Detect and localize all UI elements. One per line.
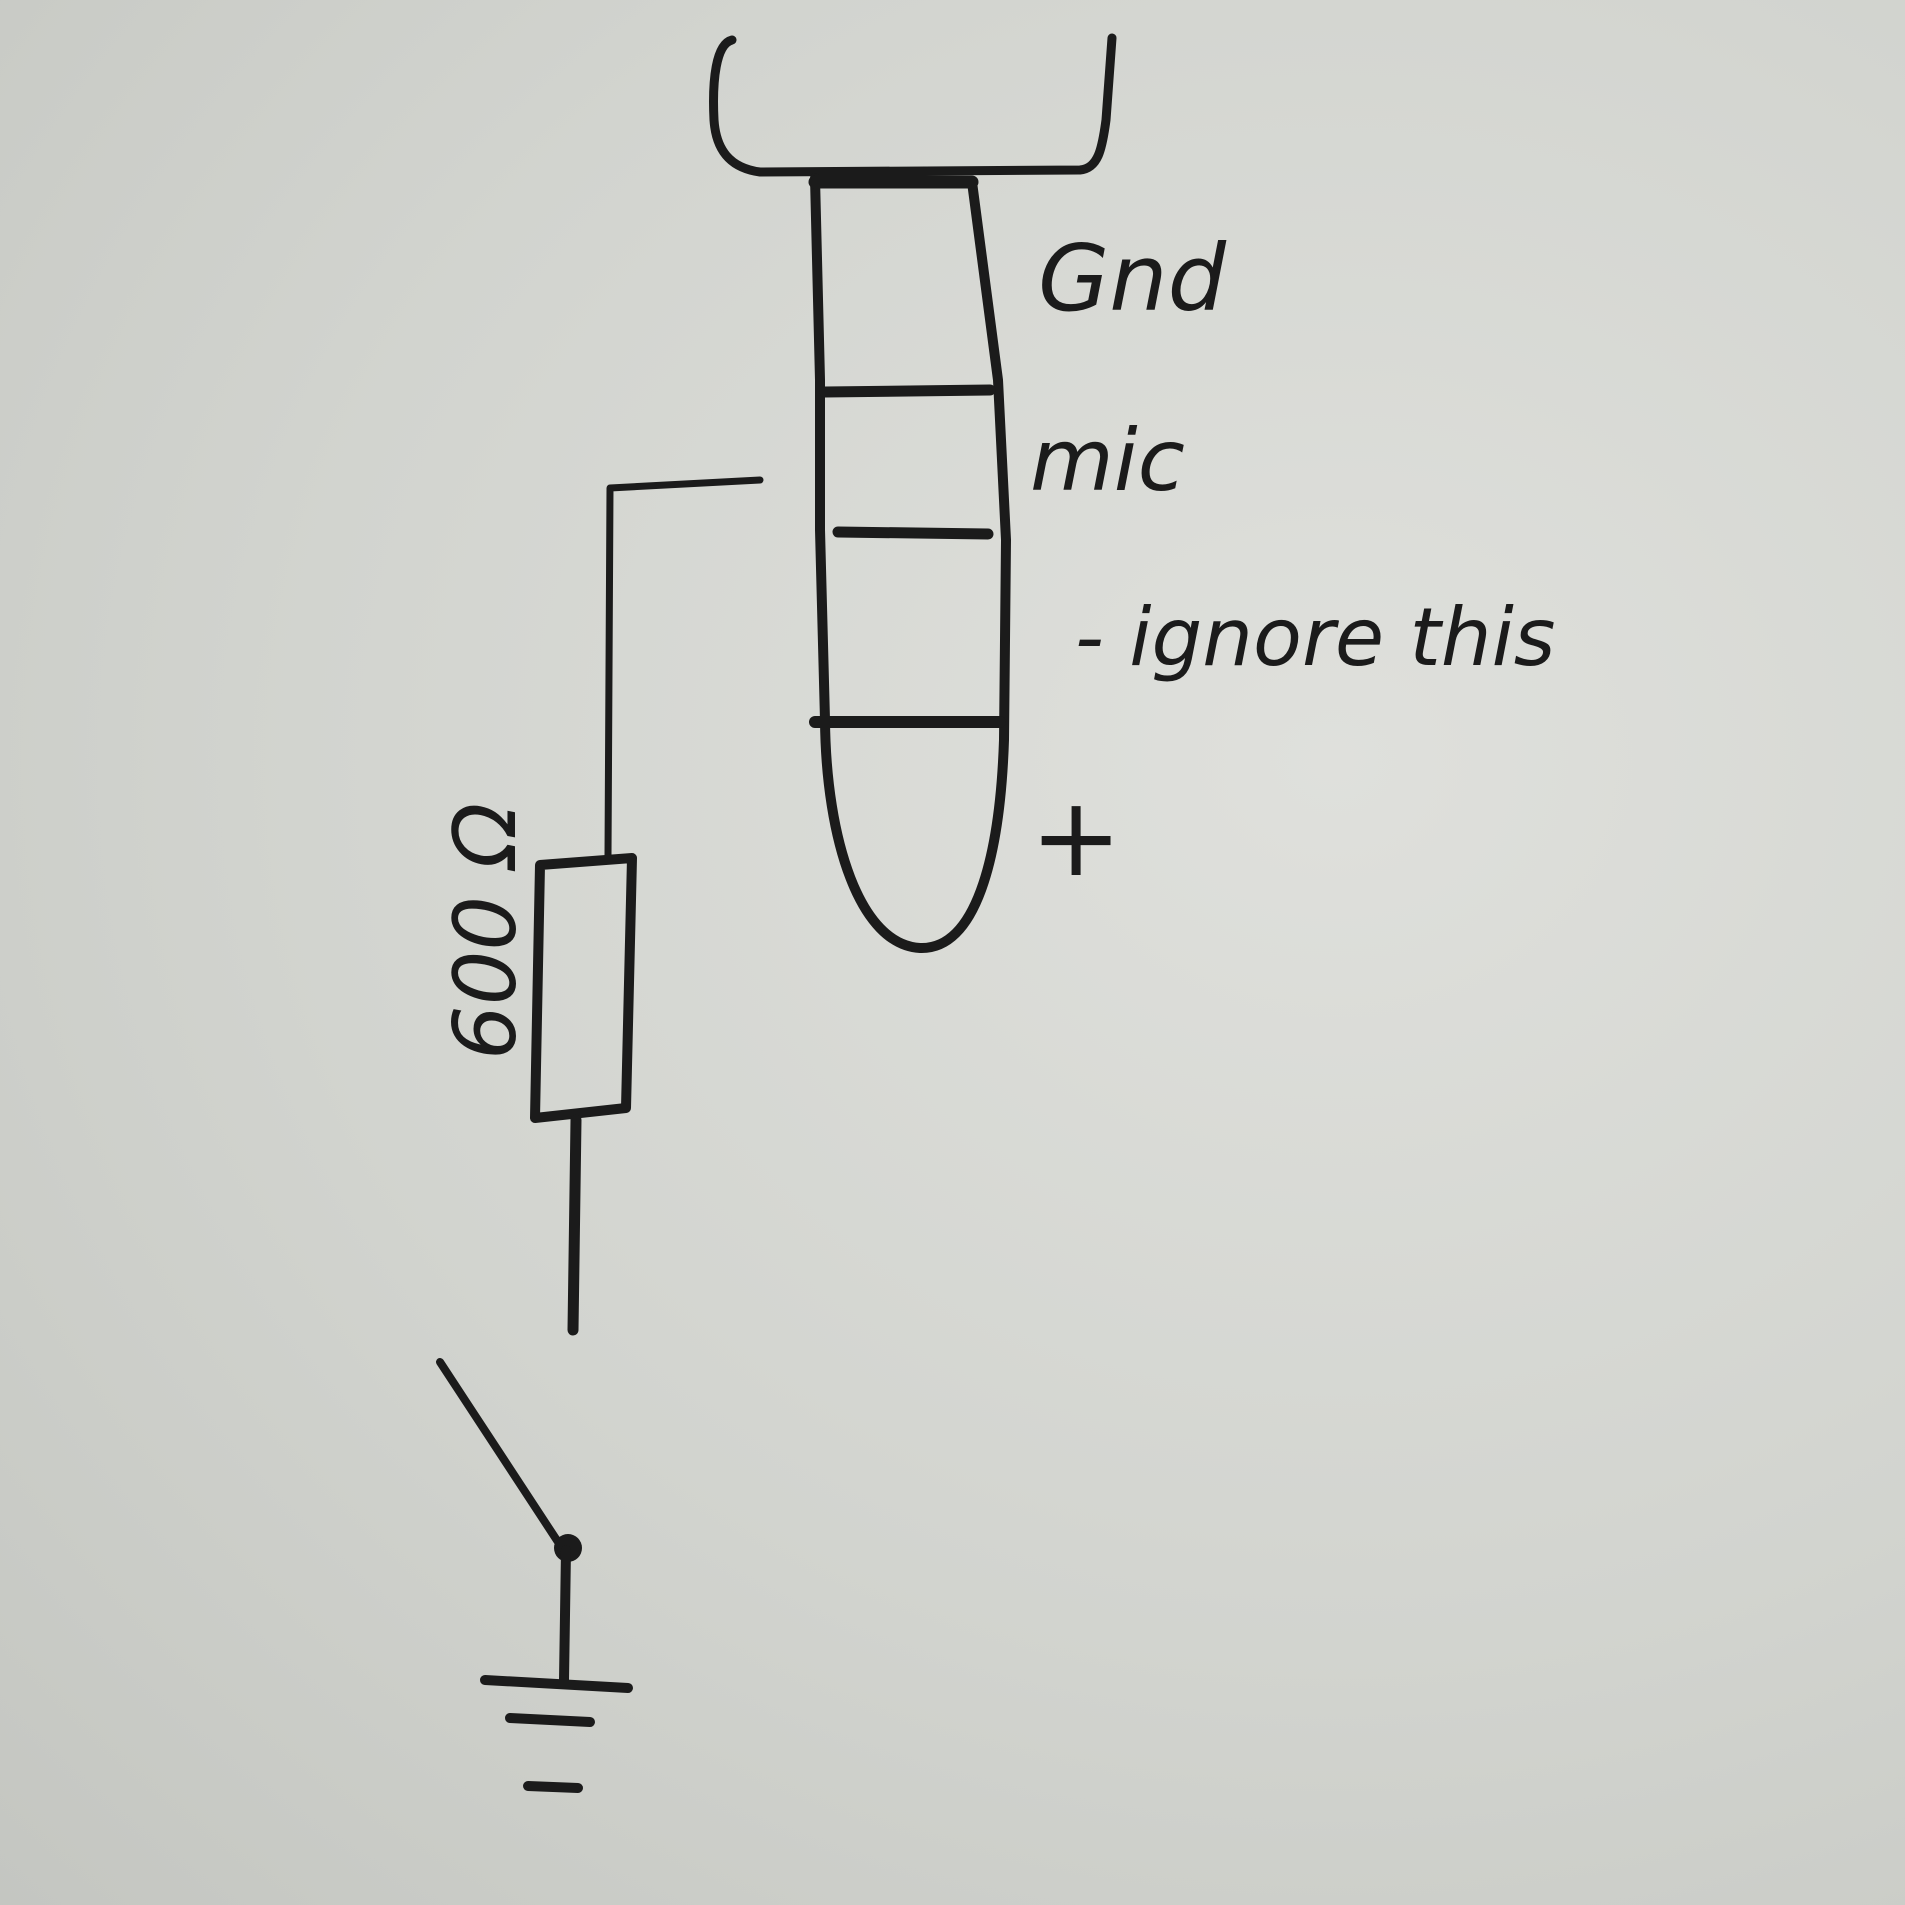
mic-label: mic <box>1030 411 1185 511</box>
jack-band-sleeve-ring <box>819 384 996 398</box>
jack-body-outline <box>810 173 1011 954</box>
ground-line-2 <box>505 1713 595 1727</box>
ground-line-1 <box>480 1675 633 1693</box>
switch <box>436 1358 582 1685</box>
gnd-label: Gnd <box>1038 225 1227 332</box>
plus-label: + <box>1030 773 1122 901</box>
mic-wire <box>604 476 764 859</box>
jack-band-ring-ring <box>832 526 994 540</box>
ground-symbol <box>480 1675 633 1793</box>
resistor-body <box>530 853 637 1123</box>
jack-plug <box>709 33 1117 954</box>
resistor <box>530 853 637 1336</box>
jack-handle <box>709 33 1117 177</box>
resistor-value-label: 600 Ω <box>436 803 536 1060</box>
ignore-label: - ignore this <box>1075 591 1555 684</box>
switch-lead <box>559 1545 571 1685</box>
switch-arm <box>436 1358 564 1549</box>
resistor-lead-bottom <box>567 1114 582 1336</box>
ground-line-3 <box>523 1781 583 1793</box>
